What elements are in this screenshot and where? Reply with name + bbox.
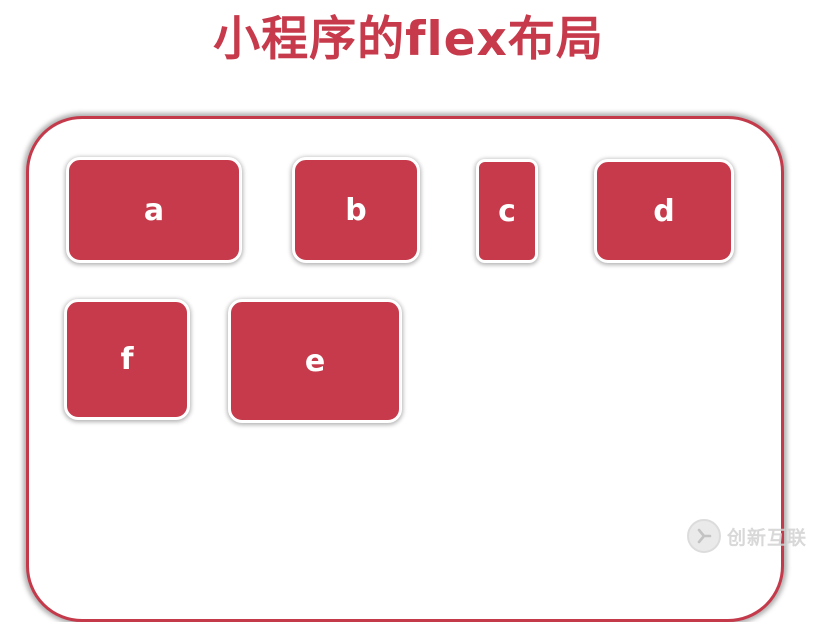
- brand-logo-icon: [686, 519, 721, 553]
- flex-item-b: b: [292, 157, 420, 263]
- flex-item-c: c: [476, 159, 538, 263]
- watermark: 创新互联: [686, 519, 807, 553]
- flex-item-f: f: [64, 299, 190, 420]
- page-title: 小程序的flex布局: [213, 12, 604, 67]
- watermark-text: 创新互联: [726, 526, 807, 549]
- flex-item-a: a: [66, 157, 242, 263]
- flex-item-e: e: [228, 299, 402, 423]
- flex-item-d: d: [594, 159, 734, 263]
